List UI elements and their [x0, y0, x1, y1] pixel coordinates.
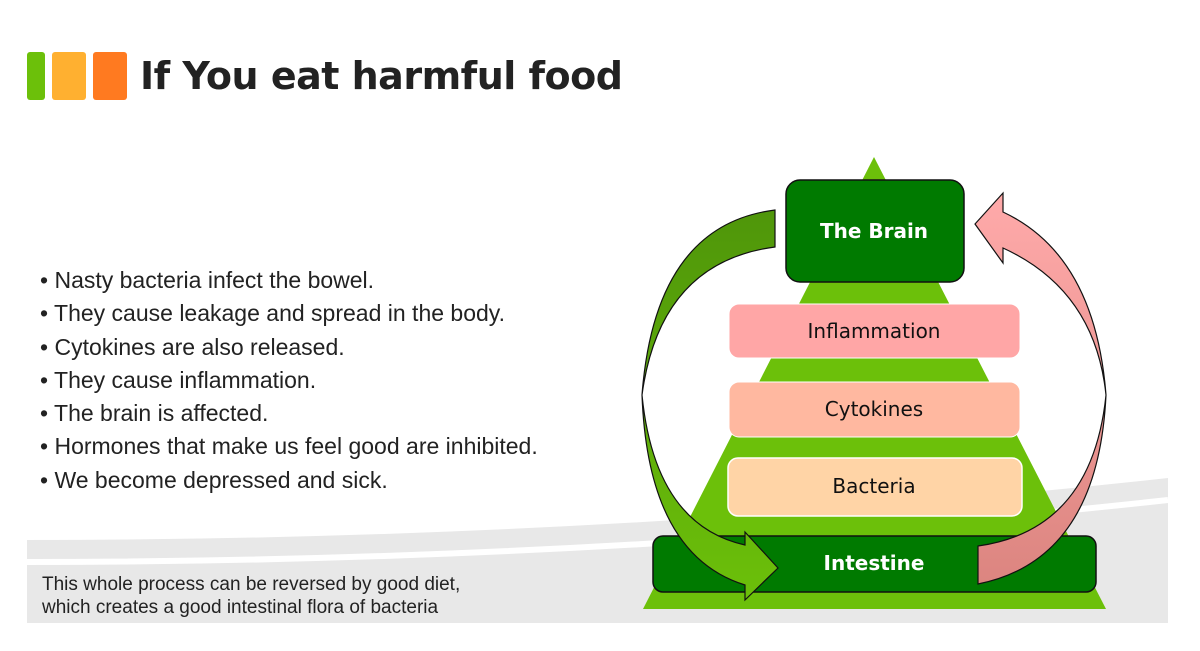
inflammation-label: Inflammation [808, 319, 941, 343]
cytokines-label: Cytokines [825, 397, 923, 421]
deep-orange-square-icon [93, 52, 127, 100]
bullet-item: Nasty bacteria infect the bowel. [40, 264, 538, 297]
cytokines-box [728, 381, 1021, 438]
brain-box [785, 179, 965, 283]
inflammation-box [728, 303, 1021, 359]
green-square-icon [27, 52, 45, 100]
intestine-label: Intestine [824, 551, 925, 575]
up-arrow-icon [974, 191, 1107, 585]
brain-label: The Brain [820, 219, 928, 243]
bullet-item: Hormones that make us feel good are inhi… [40, 430, 537, 463]
bullet-item: They cause inflammation. [40, 364, 538, 397]
note-line: which creates a good intestinal flora of… [42, 597, 439, 618]
note-line: This whole process can be reversed by go… [42, 574, 461, 595]
orange-square-icon [52, 52, 86, 100]
bullet-item: We become depressed and sick. [40, 464, 538, 497]
bullet-item: The brain is affected. [40, 397, 538, 430]
bullet-item: They cause leakage and spread in the bod… [40, 297, 538, 330]
down-arrow-icon [641, 209, 779, 602]
summary-note: This whole process can be reversed by go… [42, 573, 460, 619]
bacteria-label: Bacteria [832, 474, 915, 498]
bullet-list: Nasty bacteria infect the bowel. They ca… [40, 264, 538, 497]
page-title: If You eat harmful food [140, 54, 623, 98]
bacteria-box [727, 457, 1023, 517]
bullet-item: Cytokines are also released. [40, 331, 538, 364]
